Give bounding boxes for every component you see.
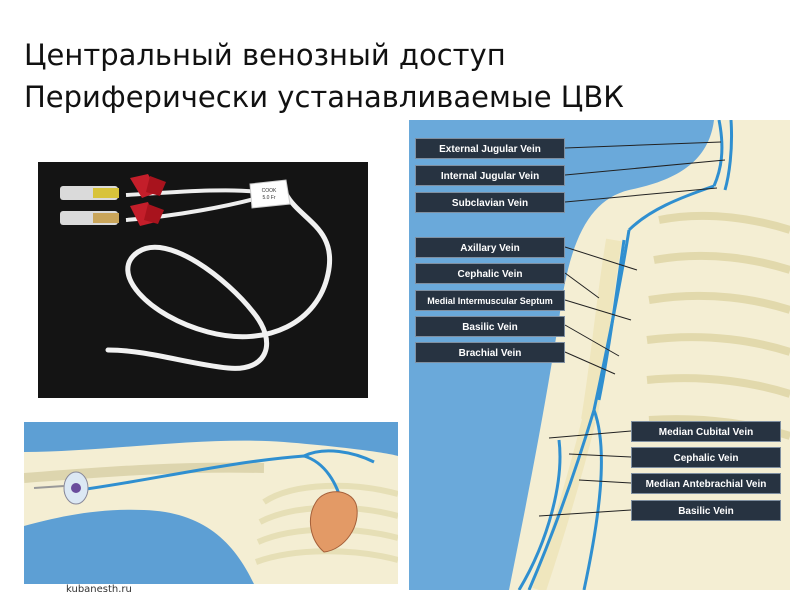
catheter-hub-icon <box>249 179 291 209</box>
label-median-cubital-vein: Median Cubital Vein <box>631 421 781 442</box>
label-brachial-vein: Brachial Vein <box>415 342 565 363</box>
label-external-jugular-vein: External Jugular Vein <box>415 138 565 159</box>
label-cephalic-vein-upper: Cephalic Vein <box>415 263 565 284</box>
title-line-1: Центральный венозный доступ <box>24 38 506 72</box>
hub-text-2: 5.0 Fr <box>262 195 275 201</box>
arm-shape <box>24 440 398 584</box>
picc-catheter-photo: COOK 5.0 Fr <box>38 162 368 398</box>
arm-thorax-illustration <box>24 422 398 584</box>
vein-network <box>517 120 734 590</box>
label-cephalic-vein-lower: Cephalic Vein <box>631 447 781 468</box>
heart-illustration-icon <box>309 491 358 553</box>
watermark: kubanesth.ru <box>66 584 132 595</box>
rib-cage <box>646 211 790 440</box>
catheter-tube <box>105 191 333 371</box>
label-basilic-vein-upper: Basilic Vein <box>415 316 565 337</box>
label-internal-jugular-vein: Internal Jugular Vein <box>415 165 565 186</box>
arm-vein-anatomy-diagram: External Jugular Vein Internal Jugular V… <box>409 120 790 590</box>
slide-title: Центральный венозный доступ Периферическ… <box>24 34 624 118</box>
anatomy-drawing <box>509 120 790 590</box>
title-line-2: Периферически устанавливаемые ЦВК <box>24 80 624 114</box>
label-medial-intermuscular-septum: Medial Intermuscular Septum <box>415 290 565 311</box>
label-subclavian-vein: Subclavian Vein <box>415 192 565 213</box>
label-basilic-vein-lower: Basilic Vein <box>631 500 781 521</box>
label-median-antebrachial-vein: Median Antebrachial Vein <box>631 473 781 494</box>
label-axillary-vein: Axillary Vein <box>415 237 565 258</box>
leader-lines <box>538 141 726 517</box>
vein-path <box>63 454 346 513</box>
arm-drawing <box>24 440 398 584</box>
picc-dressing-icon <box>33 471 89 505</box>
catheter-drawing: COOK 5.0 Fr <box>60 174 333 371</box>
hub-text-1: COOK <box>262 188 277 194</box>
